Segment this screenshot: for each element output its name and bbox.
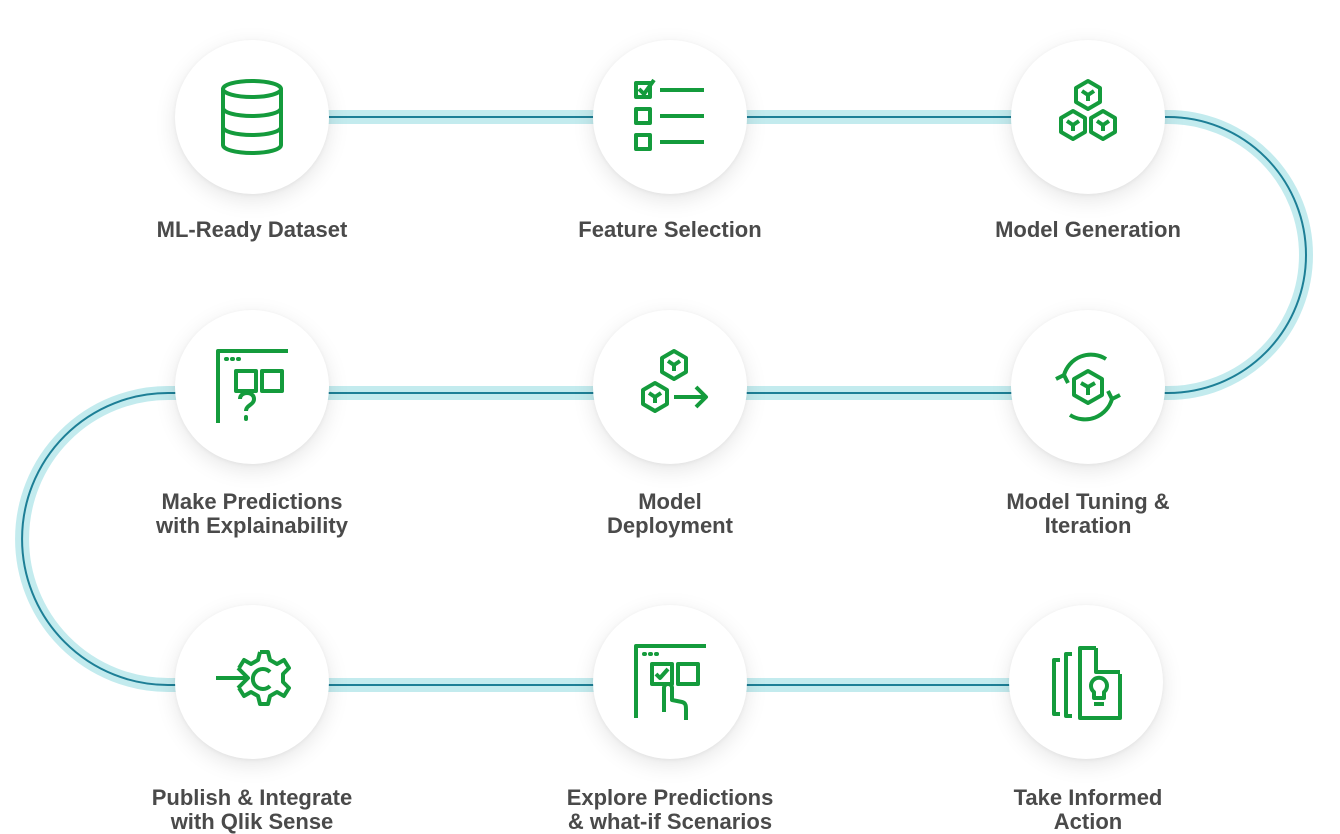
step-publish-integrate [175,605,329,759]
step-take-action [1009,605,1163,759]
step-label: ML-Ready Dataset [156,217,348,242]
document-bulb-icon [1052,646,1122,720]
step-label: Explore Predictions & what-if Scenarios [566,785,774,834]
step-label: Take Informed Action [1013,785,1163,834]
step-model-deployment [593,310,747,464]
gear-integrate-icon [216,650,291,706]
step-label: Publish & Integrate with Qlik Sense [151,785,353,834]
step-ml-ready-dataset [175,40,329,194]
step-label: Model Deployment [607,489,733,538]
path-line [21,116,1307,686]
step-model-generation [1011,40,1165,194]
dashboard-question-icon [216,349,288,423]
step-label: Make Predictions with Explainability [156,489,348,538]
step-label: Feature Selection [578,217,762,242]
cube-deploy-icon [641,349,708,413]
cube-cycle-icon [1055,352,1121,422]
step-label: Model Tuning & Iteration [1006,489,1170,538]
checklist-icon [634,78,704,151]
step-make-predictions [175,310,329,464]
dashboard-touch-icon [634,644,706,720]
step-model-tuning [1011,310,1165,464]
step-label: Model Generation [995,217,1181,242]
step-feature-selection [593,40,747,194]
database-icon [221,79,283,155]
cubes-icon [1059,79,1117,141]
step-explore-predictions [593,605,747,759]
